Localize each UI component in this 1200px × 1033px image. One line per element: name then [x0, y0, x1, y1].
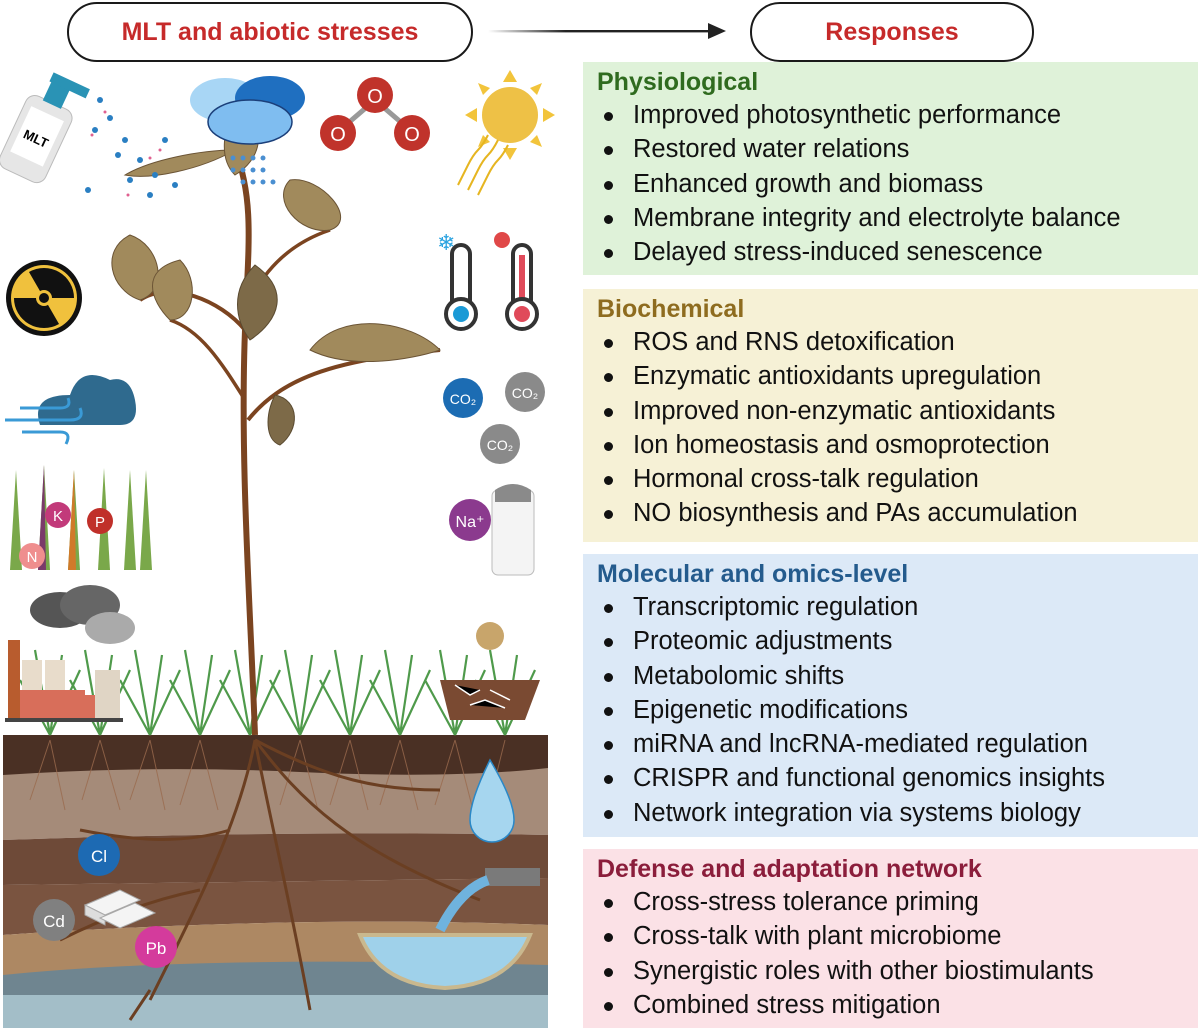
physiological-heading: Physiological — [597, 68, 759, 96]
nutrient-label-k: K — [53, 508, 63, 525]
hot-thermometer-icon — [494, 232, 539, 331]
list-item: miRNA and lncRNA-mediated regulation — [597, 727, 1198, 761]
list-item: Synergistic roles with other biostimulan… — [597, 954, 1198, 988]
molecular-box: Molecular and omics-level Transcriptomic… — [583, 554, 1198, 837]
list-item: Membrane integrity and electrolyte balan… — [597, 201, 1198, 235]
physiological-box: Physiological Improved photosynthetic pe… — [583, 62, 1198, 275]
bullet-icon — [604, 339, 613, 348]
biochemical-list: ROS and RNS detoxification Enzymatic ant… — [597, 325, 1198, 531]
biochemical-heading: Biochemical — [597, 295, 745, 323]
co2-icon: CO₂ CO₂ CO₂ — [443, 372, 545, 464]
cold-thermometer-icon: ❄ — [437, 230, 478, 331]
bullet-icon — [604, 407, 613, 417]
lead-label: Pb — [146, 939, 167, 958]
drought-cracked-soil-icon — [440, 622, 540, 720]
molecular-list: Transcriptomic regulation Proteomic adju… — [597, 590, 1198, 830]
list-item: Enhanced growth and biomass — [597, 167, 1198, 201]
stresses-title: MLT and abiotic stresses — [121, 17, 419, 46]
bullet-icon — [604, 775, 613, 785]
nutrient-label-p: P — [95, 514, 105, 531]
bullet-icon — [604, 638, 613, 648]
physiological-list: Improved photosynthetic performance Rest… — [597, 98, 1198, 269]
co2-label: CO₂ — [450, 391, 476, 407]
list-item: Hormonal cross-talk regulation — [597, 462, 1198, 496]
bullet-icon — [604, 146, 613, 156]
responses-title: Responses — [825, 17, 959, 46]
ozone-atom-label: O — [404, 124, 420, 146]
responses-title-pill: Responses — [750, 2, 1034, 62]
nutrient-label-n: N — [27, 549, 38, 566]
list-item: NO biosynthesis and PAs accumulation — [597, 496, 1198, 530]
bullet-icon — [604, 510, 613, 520]
list-item: Delayed stress-induced senescence — [597, 235, 1198, 269]
flood-pipe-icon — [357, 868, 540, 991]
stresses-title-pill: MLT and abiotic stresses — [67, 2, 473, 62]
bullet-icon — [604, 741, 613, 751]
stress-illustration: MLT O O O ❄ — [0, 70, 555, 1028]
bullet-icon — [604, 112, 613, 121]
list-item: Improved photosynthetic performance — [597, 98, 1198, 132]
bullet-icon — [604, 933, 613, 943]
metal-ingots-icon — [83, 889, 157, 929]
ozone-molecule-icon: O O O — [320, 77, 430, 151]
nutrient-deficiency-leaves-icon: K P N — [10, 465, 152, 570]
ozone-atom-label: O — [367, 86, 383, 108]
rain-cloud-icon — [190, 76, 305, 185]
chloride-label: Cl — [91, 847, 107, 866]
salt-shaker-icon: Na⁺ — [449, 484, 535, 576]
list-item: Transcriptomic regulation — [597, 590, 1198, 624]
bullet-icon — [604, 672, 613, 682]
ozone-atom-label: O — [330, 124, 346, 146]
list-item: Metabolomic shifts — [597, 659, 1198, 693]
molecular-heading: Molecular and omics-level — [597, 560, 909, 588]
list-item: Epigenetic modifications — [597, 693, 1198, 727]
list-item: Cross-talk with plant microbiome — [597, 919, 1198, 953]
bullet-icon — [604, 476, 613, 486]
list-item: ROS and RNS detoxification — [597, 325, 1198, 359]
list-item: Combined stress mitigation — [597, 988, 1198, 1022]
defense-box: Defense and adaptation network Cross-str… — [583, 849, 1198, 1028]
bullet-icon — [604, 249, 613, 259]
list-item: Restored water relations — [597, 132, 1198, 166]
list-item: Improved non-enzymatic antioxidants — [597, 394, 1198, 428]
plant-icon — [111, 99, 441, 736]
bullet-icon — [604, 899, 613, 908]
list-item: Proteomic adjustments — [597, 624, 1198, 658]
arrow-right-icon — [488, 23, 726, 39]
bullet-icon — [604, 604, 613, 613]
bullet-icon — [604, 809, 613, 819]
bullet-icon — [604, 967, 613, 977]
spray-bottle-icon: MLT — [0, 72, 178, 198]
co2-label: CO₂ — [512, 385, 538, 401]
sodium-ion-label: Na⁺ — [456, 514, 485, 531]
bullet-icon — [604, 706, 613, 716]
list-item: Ion homeostasis and osmoprotection — [597, 428, 1198, 462]
defense-list: Cross-stress tolerance priming Cross-tal… — [597, 885, 1198, 1022]
radiation-icon — [6, 260, 82, 336]
defense-heading: Defense and adaptation network — [597, 855, 982, 883]
svg-text:❄: ❄ — [437, 230, 455, 255]
factory-pollution-icon — [5, 585, 135, 722]
list-item: CRISPR and functional genomics insights — [597, 761, 1198, 795]
list-item: Enzymatic antioxidants upregulation — [597, 359, 1198, 393]
bullet-icon — [604, 441, 613, 451]
bullet-icon — [604, 214, 613, 224]
list-item: Network integration via systems biology — [597, 796, 1198, 830]
heavy-metal-ions-icon: Cl Cd Pb — [33, 834, 177, 968]
biochemical-box: Biochemical ROS and RNS detoxification E… — [583, 289, 1198, 542]
water-drop-icon — [469, 758, 515, 843]
bullet-icon — [604, 180, 613, 190]
list-item: Cross-stress tolerance priming — [597, 885, 1198, 919]
wind-storm-icon — [5, 375, 136, 445]
soil-profile-icon — [3, 735, 548, 1028]
cadmium-label: Cd — [43, 912, 65, 931]
bullet-icon — [604, 1001, 613, 1011]
sun-uv-icon — [457, 70, 555, 196]
bullet-icon — [604, 373, 613, 383]
co2-label: CO₂ — [487, 437, 513, 453]
